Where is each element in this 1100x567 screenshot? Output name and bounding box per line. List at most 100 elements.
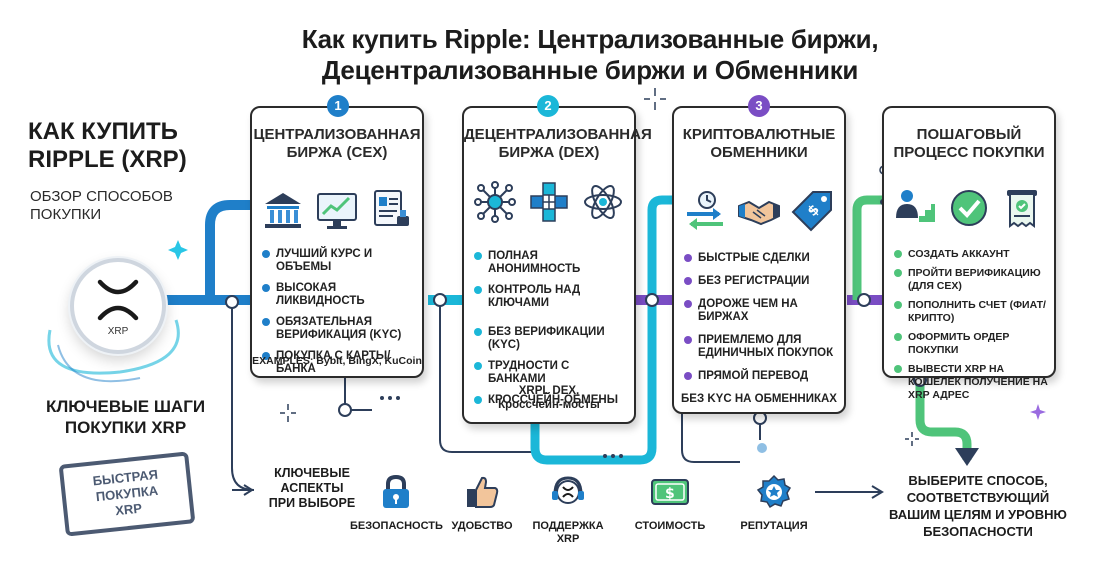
card-title-line1: ПОШАГОВЫЙ xyxy=(916,126,1022,143)
main-title-line2: Децентрализованные биржи и Обменники xyxy=(321,55,859,85)
card-title: ДЕЦЕНТРАЛИЗОВАННАЯ БИРЖА (DEX) xyxy=(464,126,652,162)
conclusion-line2: СООТВЕТСТВУЮЩИЙ xyxy=(906,490,1050,505)
main-title: Как купить Ripple: Централизованные бирж… xyxy=(160,24,1020,86)
key-steps-label: КЛЮЧЕВЫЕ ШАГИ ПОКУПКИ XRP xyxy=(38,396,213,438)
aspect-label: СТОИМОСТЬ xyxy=(634,520,706,532)
left-heading: КАК КУПИТЬ RIPPLE (XRP) xyxy=(28,118,187,174)
main-title-line1: Как купить Ripple: Централизованные бирж… xyxy=(301,24,879,54)
list-item: БЕЗ РЕГИСТРАЦИИ xyxy=(684,275,838,288)
kyc-document-icon xyxy=(374,190,409,226)
card-icons xyxy=(464,180,634,230)
aspect-reputation: РЕПУТАЦИЯ xyxy=(732,474,816,533)
aspects-title-line3: ПРИ ВЫБОРЕ xyxy=(268,496,356,510)
aspects-title-line2: АСПЕКТЫ xyxy=(280,481,344,495)
card-items: ЛУЧШИЙ КУРС И ОБЪЕМЫ ВЫСОКАЯ ЛИКВИДНОСТЬ… xyxy=(262,248,416,384)
lock-icon xyxy=(383,474,409,508)
card-process: ПОШАГОВЫЙ ПРОЦЕСС ПОКУПКИ СОЗДАТЬ АККАУН… xyxy=(882,106,1056,401)
handshake-icon xyxy=(738,200,780,226)
card-title-line1: ЦЕНТРАЛИЗОВАННАЯ xyxy=(253,126,421,143)
card-title-line2: ПРОЦЕСС ПОКУПКИ xyxy=(893,144,1045,161)
thumbs-up-icon xyxy=(467,476,499,508)
aspect-label: ПОДДЕРЖКА XRP xyxy=(532,520,604,545)
award-icon xyxy=(756,474,792,509)
card-footer-line1: EXAMPLES: Bybit, BingX, KuCoin xyxy=(252,355,422,367)
card-title-line2: БИРЖА (CEX) xyxy=(286,144,388,161)
list-item: КОНТРОЛЬ НАД КЛЮЧАМИ xyxy=(474,284,628,310)
money-icon: $ xyxy=(651,479,689,505)
left-heading-line1: КАК КУПИТЬ xyxy=(28,118,178,145)
step-badge-1: 1 xyxy=(327,95,349,117)
key-steps-line2: ПОКУПКИ XRP xyxy=(64,418,187,437)
xrp-logo: XRP xyxy=(70,258,166,354)
conclusion-line1: ВЫБЕРИТЕ СПОСОБ, xyxy=(908,473,1048,488)
exchange-arrows-icon xyxy=(687,191,723,230)
key-steps-line1: КЛЮЧЕВЫЕ ШАГИ xyxy=(45,397,206,416)
blockchain-cubes-icon xyxy=(530,182,568,222)
list-item: ПОЛНАЯ АНОНИМНОСТЬ xyxy=(474,250,628,276)
aspects-title-line1: КЛЮЧЕВЫЕ xyxy=(274,466,350,480)
card-title: КРИПТОВАЛЮТНЫЕ ОБМЕННИКИ xyxy=(674,126,844,162)
card-footer: XRPL DEX, Кросcчейн-мосты xyxy=(464,384,634,412)
card-title-line1: ДЕЦЕНТРАЛИЗОВАННАЯ xyxy=(464,126,652,143)
left-subtitle-line2: ПОКУПКИ xyxy=(30,206,102,223)
list-item: ПРИЕМЛЕМО ДЛЯ ЕДИНИЧНЫХ ПОКУПОК xyxy=(684,334,838,360)
card-title: ЦЕНТРАЛИЗОВАННАЯ БИРЖА (CEX) xyxy=(252,126,422,162)
aspect-label: РЕПУТАЦИЯ xyxy=(740,520,808,532)
atom-icon xyxy=(584,185,622,219)
list-item: ПОКУПКА С КАРТЫ/БАНКА xyxy=(262,350,416,376)
list-item: ВЫВЕСТИ XRP НА КОШЕЛЕК ПОЛУЧЕНИЕ НА XRP … xyxy=(894,363,1048,402)
aspect-security: БЕЗОПАСНОСТЬ xyxy=(350,474,443,533)
list-item: СОЗДАТЬ АККАУНТ xyxy=(894,248,1048,261)
card-dex: ДЕЦЕНТРАЛИЗОВАННАЯ БИРЖА (DEX) xyxy=(462,106,652,424)
aspect-label: УДОБСТВО xyxy=(451,520,513,532)
list-item: ТРУДНОСТИ С БАНКАМИ xyxy=(474,360,628,386)
card-icons: $ xyxy=(674,188,844,238)
card-footer: БЕЗ KYC НА ОБМЕННИКАХ xyxy=(674,392,844,406)
card-icons xyxy=(884,186,1054,236)
card-title-line1: КРИПТОВАЛЮТНЫЕ xyxy=(682,126,836,143)
card-items: БЫСТРЫЕ СДЕЛКИ БЕЗ РЕГИСТРАЦИИ ДОРОЖЕ ЧЕ… xyxy=(684,252,838,391)
check-circle-icon xyxy=(951,190,987,226)
card-icons xyxy=(252,188,422,238)
card-footer-line1: БЕЗ KYC НА ОБМЕННИКАХ xyxy=(681,393,837,405)
chart-monitor-icon xyxy=(317,193,357,229)
left-subtitle-line1: ОБЗОР СПОСОБОВ xyxy=(30,188,173,205)
list-item: ДОРОЖЕ ЧЕМ НА БИРЖАХ xyxy=(684,298,838,324)
headset-icon xyxy=(552,476,584,504)
card-title: ПОШАГОВЫЙ ПРОЦЕСС ПОКУПКИ xyxy=(884,126,1054,162)
left-heading-line2: RIPPLE (XRP) xyxy=(28,146,187,173)
aspect-convenience: УДОБСТВО xyxy=(448,474,516,533)
xrp-x-icon xyxy=(97,279,139,321)
card-footer: EXAMPLES: Bybit, BingX, KuCoin xyxy=(252,354,422,368)
quick-buy-stamp: БЫСТРАЯ ПОКУПКА XRP xyxy=(58,451,196,537)
aspect-cost: $ СТОИМОСТЬ xyxy=(630,474,710,533)
card-items: СОЗДАТЬ АККАУНТ ПРОЙТИ ВЕРИФИКАЦИЮ (ДЛЯ … xyxy=(894,248,1048,402)
network-icon xyxy=(474,181,516,223)
step-badge-2: 2 xyxy=(537,95,559,117)
card-items: ПОЛНАЯ АНОНИМНОСТЬ КОНТРОЛЬ НАД КЛЮЧАМИ … xyxy=(474,250,628,415)
list-item: ОБЯЗАТЕЛЬНАЯ ВЕРИФИКАЦИЯ (KYC) xyxy=(262,316,416,342)
list-item: ВЫСОКАЯ ЛИКВИДНОСТЬ xyxy=(262,282,416,308)
aspect-xrp-support: ПОДДЕРЖКА XRP xyxy=(528,474,608,546)
card-title-line2: БИРЖА (DEX) xyxy=(498,144,600,161)
conclusion-text: ВЫБЕРИТЕ СПОСОБ, СООТВЕТСТВУЮЩИЙ ВАШИМ Ц… xyxy=(888,472,1068,540)
aspects-title: КЛЮЧЕВЫЕ АСПЕКТЫ ПРИ ВЫБОРЕ xyxy=(262,466,362,511)
card-exchangers: КРИПТОВАЛЮТНЫЕ ОБМЕННИКИ $ БЫСТРЫЕ СДЕЛК… xyxy=(672,106,846,414)
list-item: ОФОРМИТЬ ОРДЕР ПОКУПКИ xyxy=(894,331,1048,357)
list-item: ЛУЧШИЙ КУРС И ОБЪЕМЫ xyxy=(262,248,416,274)
card-cex: ЦЕНТРАЛИЗОВАННАЯ БИРЖА (CEX) ЛУЧШИЙ КУРС… xyxy=(250,106,424,378)
step-badge-3: 3 xyxy=(748,95,770,117)
conclusion-line4: БЕЗОПАСНОСТИ xyxy=(923,524,1033,539)
card-title-line2: ОБМЕННИКИ xyxy=(710,144,808,161)
receipt-icon xyxy=(1007,190,1037,228)
card-footer-line1: XRPL DEX, xyxy=(518,385,580,397)
price-tag-icon: $ xyxy=(791,191,832,232)
list-item: ПРЯМОЙ ПЕРЕВОД xyxy=(684,370,838,383)
xrp-logo-text: XRP xyxy=(107,326,129,337)
list-item: БЕЗ ВЕРИФИКАЦИИ (KYC) xyxy=(474,326,628,352)
left-subtitle: ОБЗОР СПОСОБОВ ПОКУПКИ xyxy=(30,188,200,224)
list-item: КРОССЧЕЙН-ОБМЕНЫ xyxy=(474,394,628,407)
list-item: БЫСТРЫЕ СДЕЛКИ xyxy=(684,252,838,265)
list-item: ПОПОЛНИТЬ СЧЕТ (ФИАТ/КРИПТО) xyxy=(894,299,1048,325)
